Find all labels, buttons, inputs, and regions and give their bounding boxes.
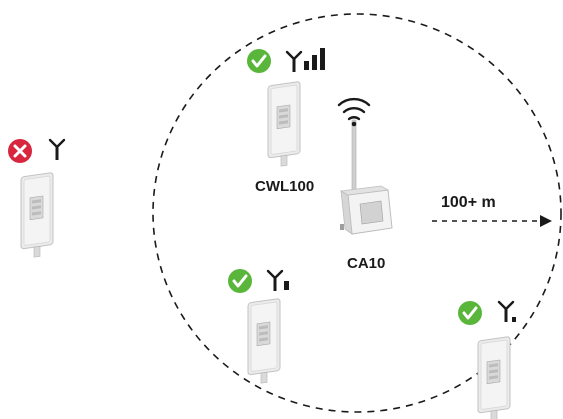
ca10-label: CA10 [347,255,386,272]
error-circle-icon [6,137,34,165]
range-arrow-icon [432,215,552,227]
signal-bars-icon [512,317,516,322]
edge-sensor [477,335,511,419]
cwl100-label: CWL100 [255,178,315,195]
wifi-icon [337,97,371,127]
check-circle-icon [456,299,484,327]
coverage-circle [152,13,562,413]
antenna-icon [497,300,515,324]
antenna-icon [285,50,303,74]
check-circle-icon [245,47,273,75]
antenna-icon [48,138,66,162]
antenna-icon [266,269,284,293]
ca10-gateway [339,119,393,235]
gateway-antenna [351,119,357,191]
lower-left-sensor [247,297,281,386]
check-circle-icon [226,267,254,295]
signal-bars-icon [284,281,289,290]
range-label: 100+ m [441,194,496,211]
signal-bars-icon [304,48,325,70]
cwl100-sensor [267,80,301,169]
out-of-range-sensor [20,171,54,260]
